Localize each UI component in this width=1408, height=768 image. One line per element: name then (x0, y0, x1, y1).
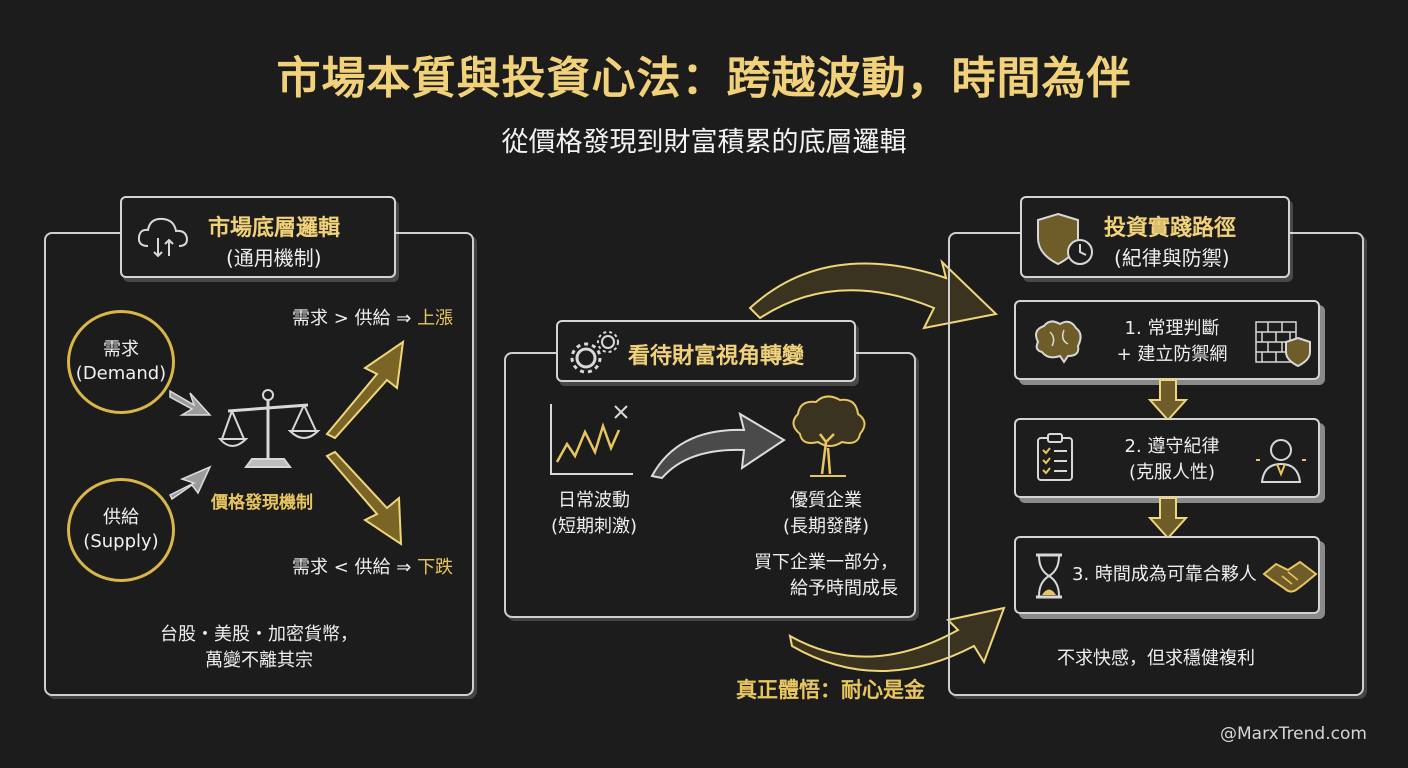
rise-word: 上漲 (417, 308, 454, 329)
person-icon (1256, 439, 1306, 483)
wall-shield-icon (1255, 321, 1311, 368)
fall-rule: 需求 < 供給 ⇒ 下跌 (292, 555, 453, 581)
daily-fluctuation-label: 日常波動 (短期刺激) (534, 488, 654, 540)
step-time-partner: 3. 時間成為可靠合夥人 (1014, 536, 1320, 614)
page-subtitle: 從價格發現到財富積累的底層邏輯 (501, 127, 907, 158)
rise-rule: 需求 > 供給 ⇒ 上漲 (292, 306, 453, 332)
market-logic-title: 市場底層邏輯 (208, 216, 341, 241)
cloud-sync-icon (137, 217, 189, 258)
step-arrow-2-icon (1147, 497, 1189, 540)
rise-arrow-icon (325, 339, 405, 440)
supply-circle: 供給 (Supply) (67, 478, 175, 582)
step-discipline: 2. 遵守紀律 (克服人性) (1014, 418, 1320, 498)
transition-arrow-icon (650, 411, 786, 480)
supply-label: 供給 (103, 507, 139, 528)
step-common-sense: 1. 常理判斷 + 建立防禦網 (1014, 300, 1320, 380)
daily-fluctuation-title: 日常波動 (558, 490, 630, 511)
supply-label-en: (Supply) (83, 531, 159, 552)
zigzag-chart-icon (550, 404, 633, 475)
demand-label-en: (Demand) (75, 363, 167, 384)
hourglass-icon (1036, 553, 1062, 599)
markets-note-line2: 萬變不離其宗 (205, 650, 313, 671)
step2-title: 2. 遵守紀律 (1124, 436, 1220, 457)
demand-label: 需求 (103, 339, 139, 360)
insight-text: 真正體悟：耐心是金 (736, 678, 925, 702)
practice-path-subtitle: (紀律與防禦) (1114, 246, 1230, 270)
practice-path-title: 投資實踐路徑 (1104, 216, 1237, 241)
market-logic-subtitle: (通用機制) (226, 246, 322, 270)
supply-arrow-icon (168, 465, 212, 501)
brain-icon (1035, 320, 1082, 364)
bottom-curved-arrow-icon (788, 606, 1006, 672)
fall-word: 下跌 (417, 557, 454, 578)
step2-text: 2. 遵守紀律 (克服人性) (1102, 434, 1242, 486)
practice-path-header: 投資實踐路徑 (紀律與防禦) (1020, 196, 1290, 278)
page-title: 市場本質與投資心法：跨越波動，時間為伴 (276, 53, 1132, 104)
handshake-icon (1262, 560, 1318, 593)
quality-company-label: 優質企業 (長期發酵) (766, 488, 886, 540)
compound-note: 不求快感，但求穩健複利 (1057, 648, 1255, 669)
market-logic-header: 市場底層邏輯 (通用機制) (120, 196, 396, 278)
watermark: @MarxTrend.com (1220, 724, 1367, 744)
markets-note: 台股・美股・加密貨幣， 萬變不離其宗 (44, 622, 474, 674)
scale-icon (217, 389, 321, 468)
buy-business-line2: 給予時間成長 (790, 578, 898, 599)
step1-sub: + 建立防禦網 (1116, 344, 1228, 365)
step3-text: 3. 時間成為可靠合夥人 (1072, 564, 1257, 585)
demand-circle: 需求 (Demand) (67, 310, 175, 414)
gears-icon (570, 331, 619, 374)
step2-sub: (克服人性) (1128, 462, 1216, 483)
rise-rule-text: 需求 > 供給 ⇒ (292, 308, 418, 329)
buy-business-line1: 買下企業一部分， (754, 552, 898, 573)
fall-arrow-icon (325, 450, 403, 546)
tree-icon (792, 395, 866, 477)
wealth-view-title: 看待財富視角轉變 (628, 344, 805, 369)
step1-text: 1. 常理判斷 + 建立防禦網 (1102, 316, 1242, 368)
demand-arrow-icon (169, 389, 212, 416)
shield-clock-icon (1037, 212, 1093, 266)
buy-business-note: 買下企業一部分， 給予時間成長 (738, 550, 898, 602)
markets-note-line1: 台股・美股・加密貨幣， (160, 624, 358, 645)
quality-company-title: 優質企業 (790, 490, 862, 511)
quality-company-sub: (長期發酵) (782, 516, 870, 537)
top-curved-arrow-icon (748, 258, 999, 330)
step-arrow-1-icon (1147, 379, 1189, 422)
daily-fluctuation-sub: (短期刺激) (550, 516, 638, 537)
wealth-view-header: 看待財富視角轉變 (556, 320, 856, 382)
checklist-icon (1037, 433, 1073, 481)
fall-rule-text: 需求 < 供給 ⇒ (292, 557, 418, 578)
step1-title: 1. 常理判斷 (1124, 318, 1220, 339)
price-discovery-label: 價格發現機制 (211, 493, 313, 513)
